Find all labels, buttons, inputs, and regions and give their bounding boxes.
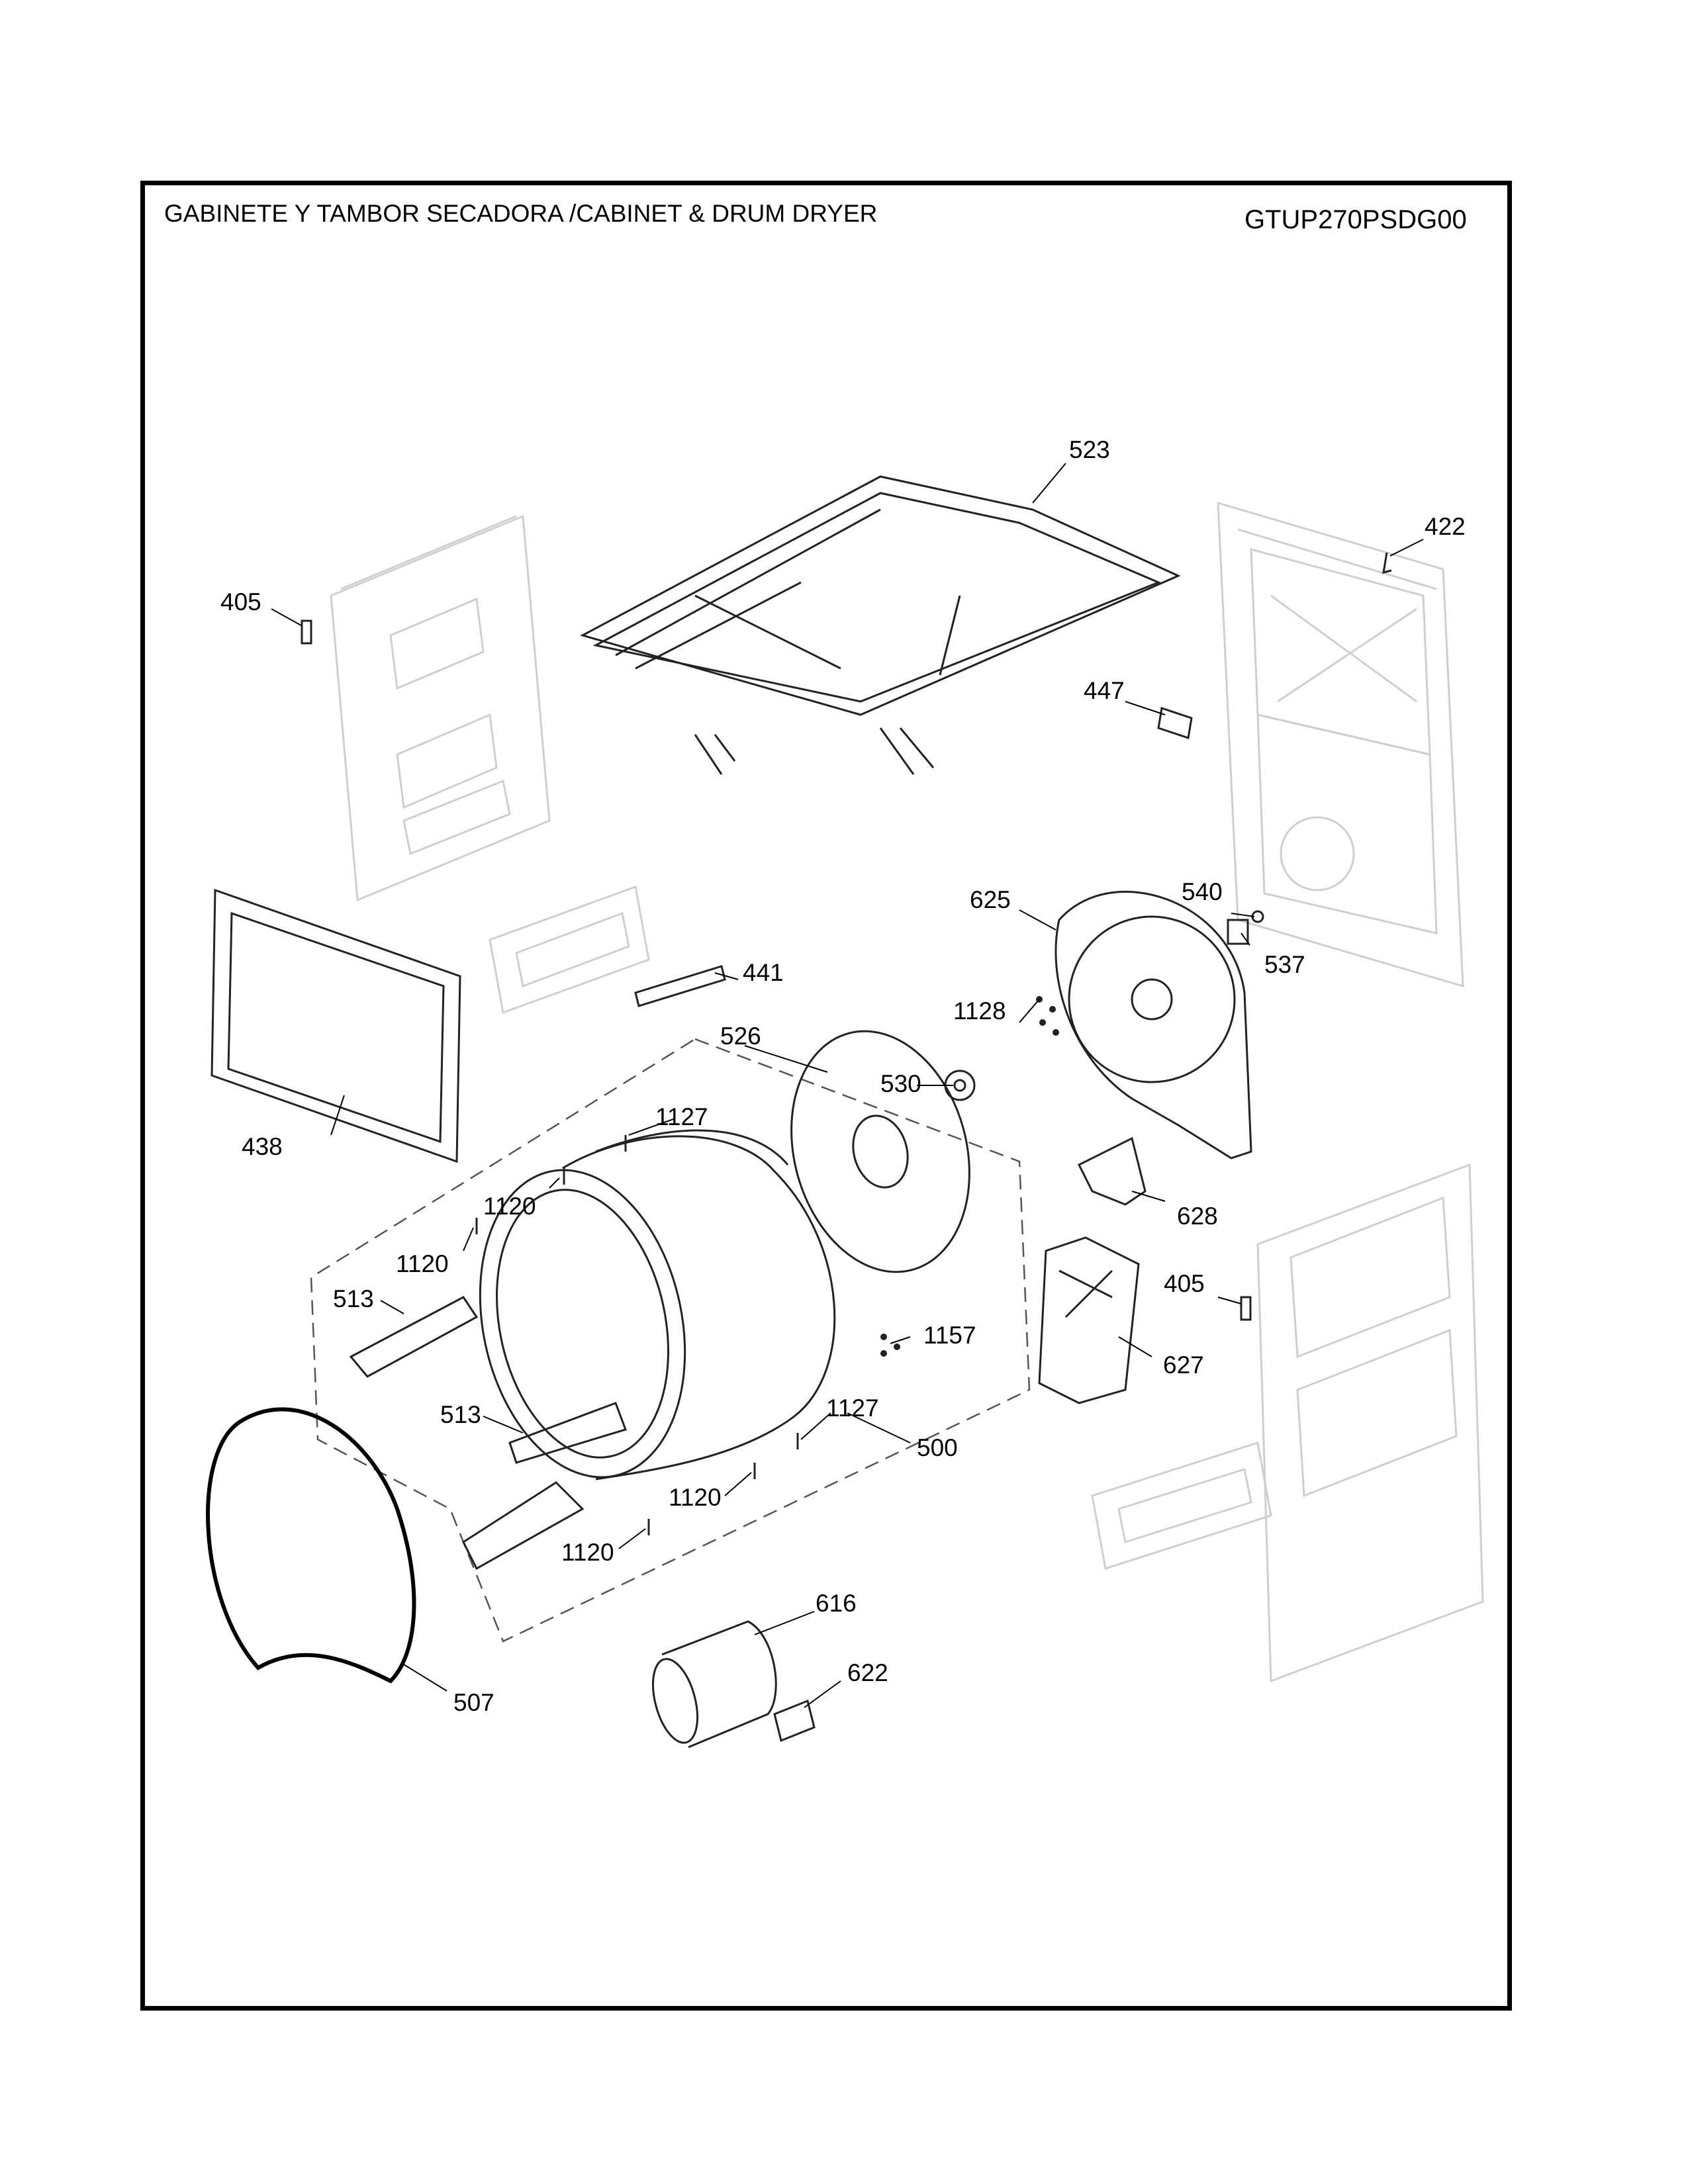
callout-1120-c: 1120 xyxy=(669,1484,722,1511)
callout-405-left: 405 xyxy=(220,588,261,615)
baffle-lower-part xyxy=(462,1481,585,1570)
callout-530: 530 xyxy=(880,1070,921,1097)
callout-422: 422 xyxy=(1425,513,1466,540)
callout-526: 526 xyxy=(720,1023,761,1050)
clip-422 xyxy=(1382,552,1392,574)
ghost-rear-panel-right xyxy=(1217,501,1464,988)
wire-harness-drawing xyxy=(580,475,1181,775)
screws-1120-1127 xyxy=(475,1135,900,1535)
baffle-513-lower xyxy=(508,1402,627,1464)
callout-438: 438 xyxy=(242,1133,283,1160)
bracket-628 xyxy=(1077,1136,1147,1206)
callout-523: 523 xyxy=(1069,436,1110,463)
callout-540: 540 xyxy=(1182,878,1223,905)
callout-622: 622 xyxy=(847,1659,888,1686)
thermostat-622 xyxy=(773,1699,816,1743)
callout-628: 628 xyxy=(1177,1203,1218,1230)
callout-507: 507 xyxy=(453,1689,494,1716)
bracket-441 xyxy=(634,965,726,1007)
model-number: GTUP270PSDG00 xyxy=(1244,205,1467,234)
callout-627: 627 xyxy=(1163,1351,1204,1379)
clip-405-left xyxy=(301,619,312,645)
callout-1120-d: 1120 xyxy=(561,1539,614,1566)
callout-1120-a: 1120 xyxy=(483,1193,536,1220)
ghost-side-panel-left xyxy=(330,514,650,1015)
callout-447: 447 xyxy=(1084,677,1125,704)
clip-405-right xyxy=(1240,1296,1252,1321)
bulkhead-625 xyxy=(1055,890,1252,1160)
switch-537 xyxy=(1227,919,1249,945)
callout-616: 616 xyxy=(816,1590,857,1617)
callout-513-upper: 513 xyxy=(333,1285,374,1312)
screws-1128 xyxy=(1036,996,1059,1036)
callout-441: 441 xyxy=(743,959,784,986)
front-panel-438 xyxy=(211,888,461,1163)
heater-616 xyxy=(651,1620,777,1749)
callout-405-right: 405 xyxy=(1164,1270,1205,1297)
bracket-447 xyxy=(1157,707,1193,739)
callout-625: 625 xyxy=(970,886,1011,913)
callout-1127-lower: 1127 xyxy=(826,1394,879,1422)
rear-drum-cover-526 xyxy=(790,1030,970,1273)
callout-513-lower: 513 xyxy=(440,1401,481,1428)
drum-500 xyxy=(479,1129,836,1480)
callout-1127-upper: 1127 xyxy=(655,1103,708,1130)
diagram-frame xyxy=(140,181,1512,2011)
leader-lines xyxy=(271,463,1424,1708)
baffle-513-upper xyxy=(349,1296,479,1378)
callout-537: 537 xyxy=(1264,951,1305,978)
callout-500: 500 xyxy=(917,1434,958,1461)
callout-1157: 1157 xyxy=(923,1322,976,1349)
duct-627 xyxy=(1038,1236,1140,1404)
callout-1120-b: 1120 xyxy=(396,1250,449,1277)
callout-1128: 1128 xyxy=(953,997,1006,1024)
drum-assembly-group-outline xyxy=(310,1038,1031,1643)
ghost-side-panel-right xyxy=(1091,1163,1484,1683)
door-seal-507 xyxy=(206,1407,416,1684)
diagram-title: GABINETE Y TAMBOR SECADORA /CABINET & DR… xyxy=(164,200,878,227)
